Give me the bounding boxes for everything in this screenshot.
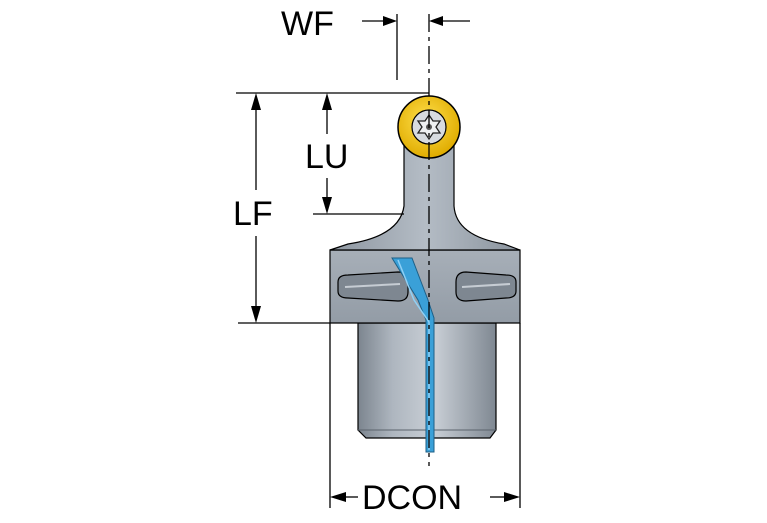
lf-top-arrow bbox=[251, 93, 261, 110]
dimension-lines bbox=[236, 14, 521, 508]
left-clamp-slot-highlight bbox=[344, 283, 401, 288]
tool-holder bbox=[329, 137, 521, 453]
lf-label: LF bbox=[233, 195, 273, 233]
tool-neck bbox=[329, 137, 521, 251]
wf-label: WF bbox=[281, 5, 334, 43]
coolant-channel-highlight bbox=[397, 259, 430, 450]
left-clamp-slot bbox=[337, 271, 409, 302]
lu-bottom-arrow bbox=[322, 197, 332, 214]
lf-bottom-arrow bbox=[251, 306, 261, 323]
wf-right-arrow bbox=[429, 16, 443, 26]
right-clamp-slot-highlight bbox=[461, 283, 511, 288]
dcon-right-arrow bbox=[504, 492, 520, 502]
coolant-channel bbox=[391, 257, 435, 453]
lu-top-arrow bbox=[322, 93, 332, 110]
dcon-left-arrow bbox=[330, 492, 346, 502]
lu-label: LU bbox=[305, 138, 348, 176]
wf-left-arrow bbox=[383, 16, 397, 26]
dcon-label: DCON bbox=[362, 479, 462, 517]
